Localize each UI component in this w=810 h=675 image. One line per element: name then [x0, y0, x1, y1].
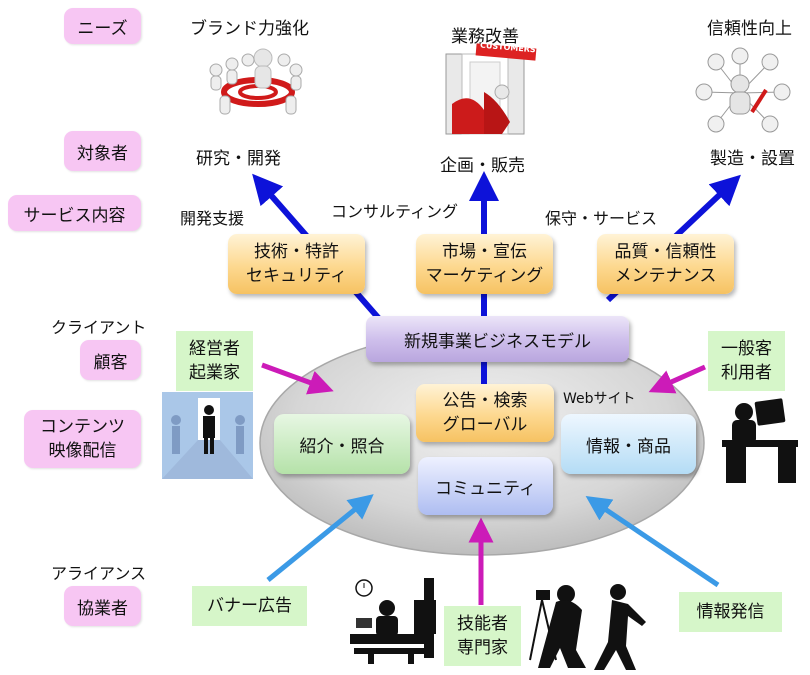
market-box: 市場・宣伝 マーケティング	[416, 234, 553, 294]
executive-box: 経営者 起業家	[176, 331, 253, 391]
quality-line2: メンテナンス	[614, 266, 717, 286]
content-label-line2: 映像配信	[48, 441, 117, 461]
partner-label: 協業者	[64, 586, 141, 626]
desk-worker-illustration	[722, 398, 798, 483]
tech-patent-box: 技術・特許 セキュリティ	[228, 234, 365, 294]
customer-label: 顧客	[80, 340, 141, 380]
network-hub-illustration	[695, 47, 791, 133]
community-box: コミュニティ	[418, 457, 553, 515]
need-trust: 信頼性向上	[707, 19, 792, 39]
website-label: Webサイト	[563, 391, 636, 407]
market-line2: マーケティング	[425, 266, 544, 286]
brand-target-illustration	[209, 48, 303, 115]
arrow-from-general	[648, 364, 707, 394]
info-send-box: 情報発信	[679, 592, 782, 632]
need-brand: ブランド力強化	[190, 19, 309, 39]
tech-patent-line1: 技術・特許	[254, 242, 339, 262]
content-label: コンテンツ 映像配信	[24, 410, 141, 468]
general-customer-box: 一般客 利用者	[708, 331, 785, 391]
market-line1: 市場・宣伝	[442, 242, 527, 262]
expert-line2: 専門家	[457, 638, 508, 658]
intro-match-box: 紹介・照合	[274, 414, 410, 474]
target-planning: 企画・販売	[440, 156, 525, 176]
ad-search-box: 公告・検索 グローバル	[416, 384, 554, 442]
banner-ad-box: バナー広告	[192, 586, 307, 626]
need-business: 業務改善	[451, 27, 519, 47]
info-product-box: 情報・商品	[561, 414, 696, 474]
arrow-from-exec	[261, 362, 334, 395]
computer-workers-illustration	[350, 578, 436, 664]
service-dev-support: 開発支援	[180, 209, 245, 228]
expert-line1: 技能者	[457, 614, 508, 634]
business-model-box: 新規事業ビジネスモデル	[366, 316, 629, 362]
alliance-label: アライアンス	[51, 564, 147, 583]
quality-box: 品質・信頼性 メンテナンス	[597, 234, 734, 294]
customers-door-illustration	[445, 43, 537, 135]
expert-box: 技能者 専門家	[444, 606, 521, 666]
target-manufacturing: 製造・設置	[710, 149, 795, 169]
general-customer-line1: 一般客	[721, 339, 772, 359]
tech-patent-line2: セキュリティ	[246, 266, 347, 286]
target-research: 研究・開発	[196, 149, 281, 169]
quality-line1: 品質・信頼性	[614, 242, 717, 262]
ad-search-line2: グローバル	[442, 415, 528, 435]
service-maintenance: 保守・サービス	[545, 209, 658, 228]
service-label: サービス内容	[8, 195, 141, 231]
executive-line2: 起業家	[189, 363, 240, 383]
ad-search-line1: 公告・検索	[442, 391, 528, 411]
service-consulting: コンサルティング	[331, 202, 459, 221]
content-label-line1: コンテンツ	[40, 417, 125, 437]
corridor-businessman-illustration	[162, 392, 253, 479]
arrow-from-infosend	[585, 496, 720, 588]
target-label: 対象者	[64, 131, 141, 171]
needs-label: ニーズ	[64, 8, 141, 44]
general-customer-line2: 利用者	[721, 363, 772, 383]
photographer-singer-illustration	[529, 584, 646, 670]
executive-line1: 経営者	[189, 339, 240, 359]
client-label: クライアント	[51, 318, 147, 337]
arrow-from-banner	[266, 494, 374, 582]
